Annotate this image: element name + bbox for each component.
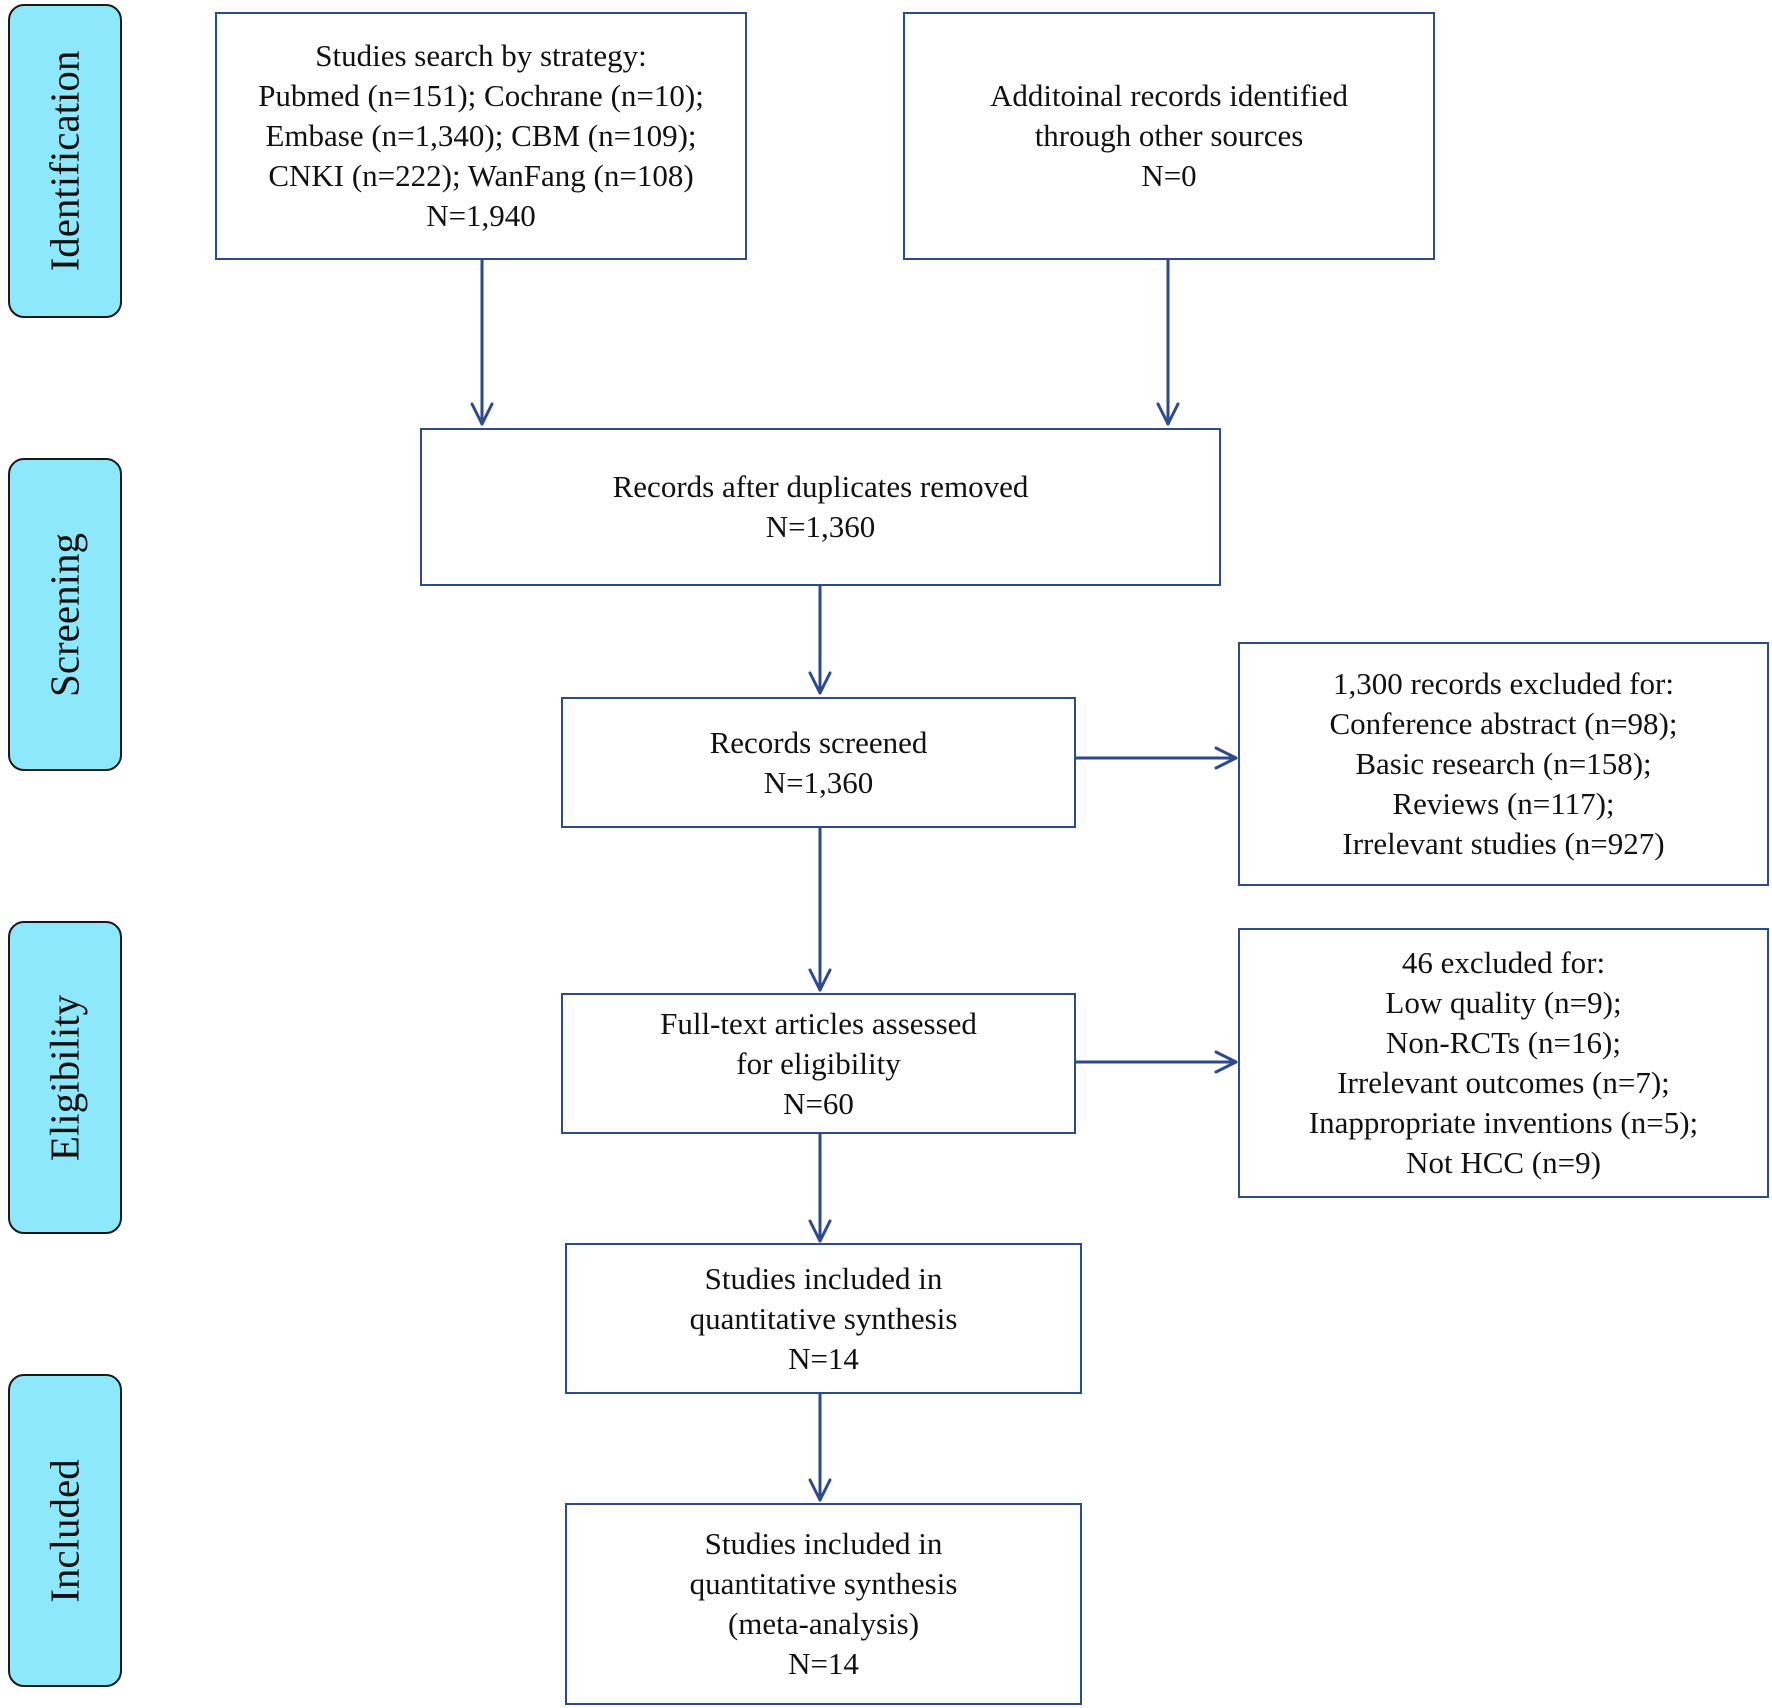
screening-excluded-box: 1,300 records excluded for: Conference a… xyxy=(1238,642,1769,886)
phase-identification: Identification xyxy=(8,4,122,318)
box-line: N=14 xyxy=(788,1646,859,1681)
arrow-fulltext-to-excluded xyxy=(1074,1050,1238,1074)
box-line: Not HCC (n=9) xyxy=(1406,1145,1601,1180)
arrow-screened-to-excluded xyxy=(1074,746,1238,770)
box-line: N=60 xyxy=(783,1085,854,1121)
box-line: N=14 xyxy=(788,1340,859,1376)
arrow-duplicates-to-screened xyxy=(808,584,832,695)
box-line: Records after duplicates removed xyxy=(612,469,1029,504)
eligibility-excluded-box: 46 excluded for: Low quality (n=9); Non-… xyxy=(1238,928,1769,1198)
fulltext-assessed-box: Full-text articles assessed for eligibil… xyxy=(561,993,1076,1134)
phase-screening-label: Screening xyxy=(41,532,88,697)
arrow-screened-to-fulltext xyxy=(808,826,832,992)
arrow-search-to-duplicates xyxy=(470,258,494,426)
phase-included-label: Included xyxy=(41,1458,88,1603)
box-line: Embase (n=1,340); CBM (n=109); xyxy=(265,118,697,153)
box-line: Basic research (n=158); xyxy=(1355,746,1652,781)
box-line: Pubmed (n=151); Cochrane (n=10); xyxy=(258,78,704,113)
phase-eligibility-label: Eligibility xyxy=(41,994,88,1161)
arrow-fulltext-to-quantitative xyxy=(808,1132,832,1243)
search-strategy-box: Studies search by strategy: Pubmed (n=15… xyxy=(215,12,747,260)
box-line: Low quality (n=9); xyxy=(1385,985,1622,1020)
box-line: quantitative synthesis xyxy=(689,1566,958,1601)
box-line: for eligibility xyxy=(736,1045,901,1081)
box-line: N=0 xyxy=(1141,158,1197,193)
box-line: (meta-analysis) xyxy=(727,1606,920,1641)
duplicates-removed-box: Records after duplicates removed N=1,360 xyxy=(420,428,1221,586)
box-line: N=1,360 xyxy=(763,764,874,800)
box-line: Records screened xyxy=(709,724,928,760)
box-line: Studies search by strategy: xyxy=(315,38,647,73)
box-line: N=1,360 xyxy=(765,509,876,544)
phase-included: Included xyxy=(8,1374,122,1687)
box-line: Studies included in xyxy=(704,1260,943,1296)
arrow-quantitative-to-meta xyxy=(808,1392,832,1502)
box-line: Additoinal records identified xyxy=(989,78,1349,113)
box-line: 46 excluded for: xyxy=(1401,945,1606,980)
box-line: Studies included in xyxy=(704,1526,943,1561)
box-line: Irrelevant outcomes (n=7); xyxy=(1337,1065,1670,1100)
box-line: Reviews (n=117); xyxy=(1392,786,1615,821)
phase-identification-label: Identification xyxy=(41,50,88,272)
box-line: through other sources xyxy=(1034,118,1304,153)
box-line: CNKI (n=222); WanFang (n=108) xyxy=(268,158,694,193)
box-line: Inappropriate inventions (n=5); xyxy=(1308,1105,1699,1140)
box-line: Irrelevant studies (n=927) xyxy=(1342,826,1665,861)
box-line: 1,300 records excluded for: xyxy=(1333,666,1674,701)
phase-eligibility: Eligibility xyxy=(8,921,122,1234)
box-line: N=1,940 xyxy=(426,198,536,233)
box-line: quantitative synthesis xyxy=(689,1300,958,1336)
quantitative-synthesis-box: Studies included in quantitative synthes… xyxy=(565,1243,1082,1394)
phase-screening: Screening xyxy=(8,458,122,771)
box-line: Non-RCTs (n=16); xyxy=(1386,1025,1621,1060)
arrow-additional-to-duplicates xyxy=(1156,258,1180,426)
meta-analysis-box: Studies included in quantitative synthes… xyxy=(565,1503,1082,1705)
box-line: Full-text articles assessed xyxy=(660,1005,977,1041)
additional-records-box: Additoinal records identified through ot… xyxy=(903,12,1435,260)
box-line: Conference abstract (n=98); xyxy=(1329,706,1678,741)
records-screened-box: Records screened N=1,360 xyxy=(561,697,1076,828)
